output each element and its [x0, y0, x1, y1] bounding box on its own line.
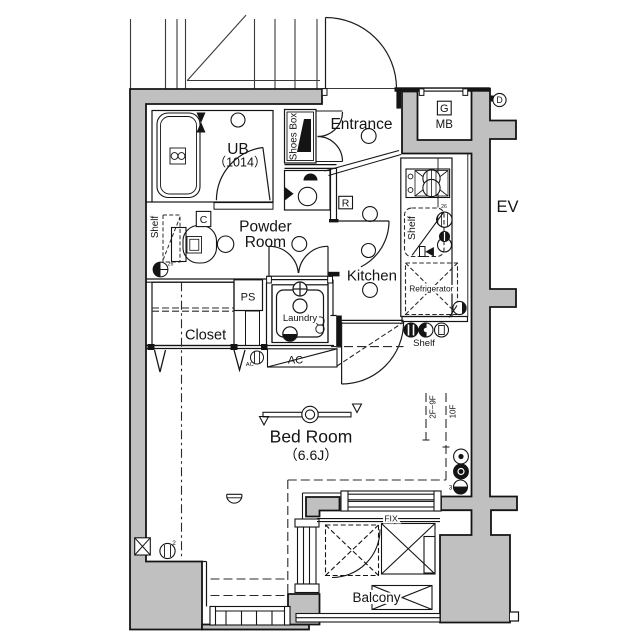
svg-text:C: C — [200, 214, 208, 226]
svg-text:D: D — [496, 95, 502, 105]
svg-text:2F~9F: 2F~9F — [429, 395, 438, 418]
svg-text:G: G — [440, 103, 449, 115]
svg-text:AC: AC — [246, 362, 254, 368]
svg-text:（6.6J）: （6.6J） — [284, 447, 338, 463]
svg-text:Room: Room — [245, 234, 286, 251]
svg-text:26: 26 — [168, 262, 174, 268]
svg-text:Shoes Box: Shoes Box — [289, 113, 300, 160]
svg-text:Kitchen: Kitchen — [347, 268, 397, 285]
svg-text:Shelf: Shelf — [406, 216, 418, 240]
svg-text:Powder: Powder — [239, 219, 292, 236]
svg-text:EV: EV — [496, 198, 518, 216]
svg-text:3: 3 — [449, 485, 453, 492]
svg-text:（1014）: （1014） — [214, 156, 267, 170]
svg-text:Shelf: Shelf — [150, 216, 161, 239]
svg-text:10F: 10F — [449, 405, 458, 419]
svg-text:Balcony: Balcony — [352, 590, 400, 605]
svg-text:Closet: Closet — [185, 328, 226, 344]
svg-text:FIX: FIX — [384, 513, 398, 523]
svg-text:Laundry: Laundry — [283, 313, 318, 324]
svg-text:R: R — [342, 197, 350, 209]
svg-text:2: 2 — [172, 540, 176, 547]
svg-text:Shelf: Shelf — [413, 338, 435, 349]
svg-text:Entrance: Entrance — [330, 116, 392, 133]
svg-text:AC: AC — [288, 355, 303, 367]
svg-text:Refrigerator: Refrigerator — [409, 284, 453, 294]
svg-text:MB: MB — [436, 119, 454, 131]
svg-text:Bed Room: Bed Room — [270, 427, 353, 447]
svg-text:26: 26 — [441, 204, 447, 210]
svg-text:UB: UB — [227, 141, 249, 158]
svg-text:PS: PS — [241, 292, 256, 304]
